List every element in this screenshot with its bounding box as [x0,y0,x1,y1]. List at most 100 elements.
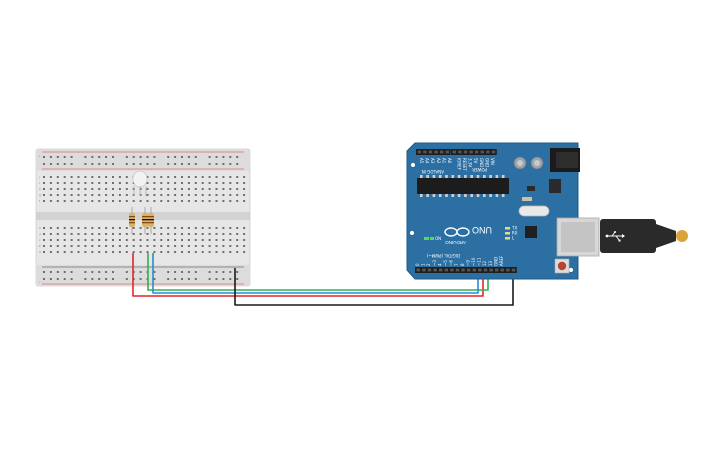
rail-hole[interactable] [125,271,128,273]
header-pin[interactable] [491,150,496,154]
breadboard-hole[interactable] [215,227,218,229]
rail-hole[interactable] [194,278,197,280]
header-pin[interactable] [463,150,468,154]
resistor[interactable] [148,207,154,234]
wire-blue[interactable] [152,253,479,294]
header-pin[interactable] [445,150,449,154]
breadboard-hole[interactable] [70,176,73,178]
breadboard-hole[interactable] [243,182,246,184]
breadboard-hole[interactable] [160,188,163,190]
header-pin[interactable] [475,150,479,154]
breadboard-hole[interactable] [118,239,121,241]
breadboard-hole[interactable] [105,182,108,184]
breadboard-hole[interactable] [63,233,66,235]
breadboard-hole[interactable] [105,233,108,235]
rail-hole[interactable] [236,156,239,158]
breadboard-hole[interactable] [125,245,128,247]
breadboard-hole[interactable] [201,200,204,202]
breadboard-hole[interactable] [229,188,232,190]
breadboard-hole[interactable] [201,188,204,190]
breadboard-hole[interactable] [63,239,66,241]
breadboard-hole[interactable] [146,251,149,253]
breadboard-hole[interactable] [98,182,101,184]
rail-hole[interactable] [105,156,108,158]
breadboard-hole[interactable] [77,176,80,178]
breadboard-hole[interactable] [49,188,52,190]
rail-hole[interactable] [174,278,177,280]
rail-hole[interactable] [187,278,190,280]
breadboard-hole[interactable] [229,200,232,202]
breadboard-hole[interactable] [194,239,197,241]
rail-hole[interactable] [43,163,45,165]
breadboard-hole[interactable] [215,233,218,235]
breadboard-hole[interactable] [215,245,218,247]
rail-hole[interactable] [63,156,66,158]
breadboard-hole[interactable] [49,239,52,241]
rail-hole[interactable] [146,156,149,158]
rail-hole[interactable] [112,271,114,273]
analog-header[interactable] [416,149,451,155]
breadboard-hole[interactable] [70,200,73,202]
breadboard-hole[interactable] [167,176,170,178]
header-pin[interactable] [467,268,471,272]
breadboard-hole[interactable] [146,176,149,178]
breadboard-hole[interactable] [201,182,204,184]
breadboard-hole[interactable] [194,200,197,202]
breadboard-hole[interactable] [187,227,190,229]
rail-hole[interactable] [84,278,87,280]
breadboard-hole[interactable] [70,251,73,253]
rail-hole[interactable] [91,278,94,280]
breadboard-hole[interactable] [181,200,183,202]
breadboard-hole[interactable] [236,176,239,178]
breadboard-hole[interactable] [194,194,197,196]
breadboard-hole[interactable] [208,239,211,241]
rail-hole[interactable] [91,271,94,273]
breadboard-hole[interactable] [112,176,114,178]
breadboard-hole[interactable] [91,188,94,190]
breadboard-hole[interactable] [153,176,156,178]
breadboard-hole[interactable] [236,251,239,253]
breadboard-hole[interactable] [201,227,204,229]
breadboard-hole[interactable] [63,200,66,202]
breadboard-hole[interactable] [181,182,183,184]
breadboard-hole[interactable] [49,233,52,235]
rail-hole[interactable] [84,163,87,165]
breadboard-hole[interactable] [105,251,108,253]
rail-hole[interactable] [187,163,190,165]
breadboard-hole[interactable] [49,227,52,229]
breadboard-hole[interactable] [118,194,121,196]
rail-hole[interactable] [105,163,108,165]
rail-hole[interactable] [181,278,183,280]
header-pin[interactable] [483,268,488,272]
breadboard-hole[interactable] [139,200,142,202]
rail-hole[interactable] [49,156,52,158]
header-pin[interactable] [423,150,427,154]
breadboard-hole[interactable] [77,200,80,202]
breadboard-hole[interactable] [181,239,183,241]
breadboard-hole[interactable] [181,251,183,253]
breadboard-hole[interactable] [125,194,128,196]
breadboard-hole[interactable] [187,194,190,196]
rail-hole[interactable] [112,156,114,158]
breadboard-hole[interactable] [56,251,59,253]
header-pin[interactable] [478,268,482,272]
breadboard-hole[interactable] [215,251,218,253]
rail-hole[interactable] [229,163,232,165]
breadboard-hole[interactable] [105,200,108,202]
breadboard-hole[interactable] [105,245,108,247]
breadboard-hole[interactable] [167,227,170,229]
breadboard-hole[interactable] [153,188,156,190]
breadboard-hole[interactable] [77,194,80,196]
breadboard-hole[interactable] [132,251,135,253]
breadboard-hole[interactable] [229,239,232,241]
breadboard-hole[interactable] [222,176,225,178]
breadboard-hole[interactable] [43,176,45,178]
rail-hole[interactable] [56,271,59,273]
breadboard-hole[interactable] [91,182,94,184]
rail-hole[interactable] [153,163,156,165]
breadboard-hole[interactable] [208,245,211,247]
breadboard-hole[interactable] [77,227,80,229]
breadboard-hole[interactable] [132,200,135,202]
breadboard-hole[interactable] [118,176,121,178]
breadboard-hole[interactable] [208,194,211,196]
